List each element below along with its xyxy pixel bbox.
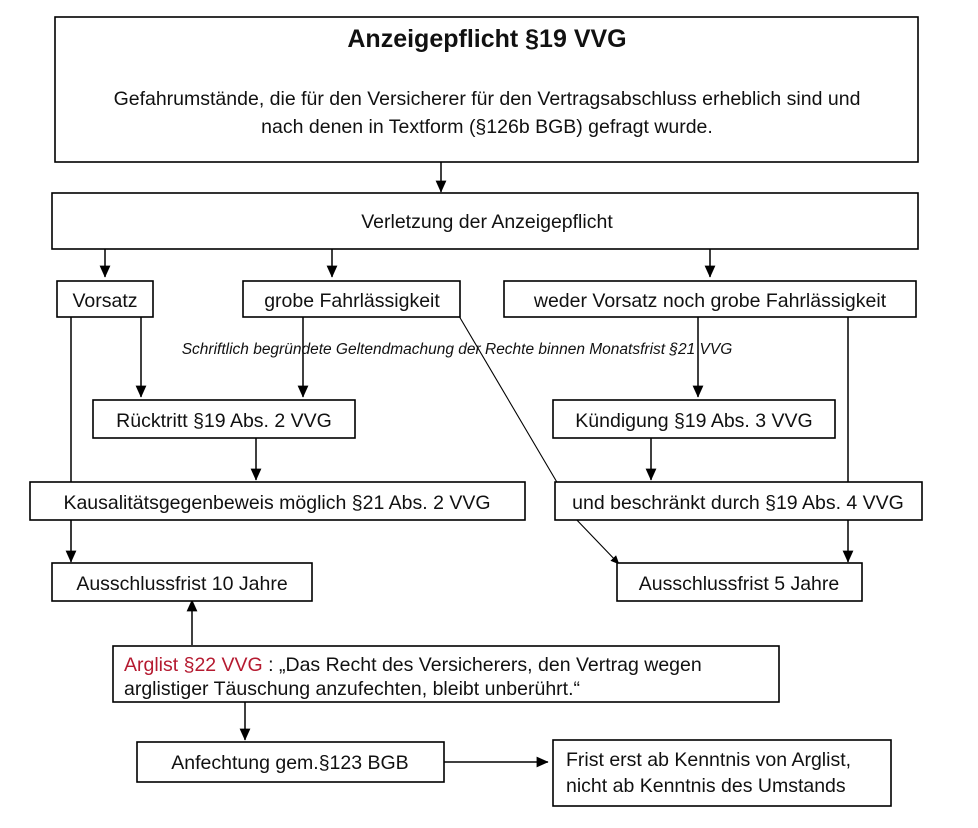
arglist-quote-line-1: „Das Recht des Versicherers, den Vertrag… [279, 654, 702, 676]
kausalitaetsgegenbeweis-label: Kausalitätsgegenbeweis möglich §21 Abs. … [63, 492, 490, 514]
frist-kenntnis-line-2: nicht ab Kenntnis des Umstands [566, 775, 846, 797]
edge-grobe-to-beschraenkt-diagonal [458, 315, 559, 485]
kuendigung-label: Kündigung §19 Abs. 3 VVG [575, 410, 812, 432]
node-kausalitaetsgegenbeweis[interactable]: Kausalitätsgegenbeweis möglich §21 Abs. … [29, 481, 526, 521]
frist-kenntnis-box[interactable] [552, 739, 892, 807]
node-frist-kenntnis[interactable]: Frist erst ab Kenntnis von Arglist, nich… [552, 739, 892, 807]
ausschlussfrist-5-box[interactable] [616, 562, 863, 602]
monatsfrist-note: Schriftlich begründete Geltendmachung de… [182, 341, 733, 358]
node-ausschlussfrist-10[interactable]: Ausschlussfrist 10 Jahre [51, 562, 313, 602]
node-anfechtung[interactable]: Anfechtung gem.§123 BGB [136, 741, 445, 783]
beschraenkt-label: und beschränkt durch §19 Abs. 4 VVG [572, 492, 904, 514]
node-grobe-fahrlaessigkeit[interactable]: grobe Fahrlässigkeit [242, 280, 461, 318]
grobe-fahrlaessigkeit-box[interactable] [242, 280, 461, 318]
edge-beschraenkt-to-ausschlussfrist-5 [572, 515, 620, 565]
node-arglist[interactable]: Arglist §22 VVG : „Das Recht des Versich… [112, 645, 780, 703]
kausalitaetsgegenbeweis-box[interactable] [29, 481, 526, 521]
node-verletzung[interactable]: Verletzung der Anzeigepflicht [51, 192, 919, 250]
node-beschraenkt[interactable]: und beschränkt durch §19 Abs. 4 VVG [554, 481, 923, 521]
node-weder-vorsatz[interactable]: weder Vorsatz noch grobe Fahrlässigkeit [503, 280, 917, 318]
anzeigepflicht-body-line-2: nach denen in Textform (§126b BGB) gefra… [261, 116, 713, 138]
node-kuendigung[interactable]: Kündigung §19 Abs. 3 VVG [552, 399, 836, 439]
arglist-quote-line-2: arglistiger Täuschung anzufechten, bleib… [124, 678, 580, 700]
arglist-accent-label: Arglist §22 VVG [124, 654, 263, 676]
anzeigepflicht-box[interactable] [54, 16, 919, 163]
arglist-line-1: Arglist §22 VVG : „Das Recht des Versich… [124, 654, 702, 676]
node-vorsatz[interactable]: Vorsatz [56, 280, 154, 318]
verletzung-box[interactable] [51, 192, 919, 250]
arglist-separator: : [263, 654, 279, 676]
anfechtung-box[interactable] [136, 741, 445, 783]
grobe-fahrlaessigkeit-label: grobe Fahrlässigkeit [264, 290, 440, 312]
ausschlussfrist-10-box[interactable] [51, 562, 313, 602]
weder-vorsatz-box[interactable] [503, 280, 917, 318]
anzeigepflicht-heading: Anzeigepflicht §19 VVG [347, 25, 626, 53]
anzeigepflicht-body-line-1: Gefahrumstände, die für den Versicherer … [114, 88, 861, 110]
node-ruecktritt[interactable]: Rücktritt §19 Abs. 2 VVG [92, 399, 356, 439]
ausschlussfrist-5-label: Ausschlussfrist 5 Jahre [639, 573, 840, 595]
arglist-box[interactable] [112, 645, 780, 703]
verletzung-label: Verletzung der Anzeigepflicht [361, 211, 613, 233]
anfechtung-label: Anfechtung gem.§123 BGB [171, 752, 408, 774]
beschraenkt-box[interactable] [554, 481, 923, 521]
kuendigung-box[interactable] [552, 399, 836, 439]
ruecktritt-label: Rücktritt §19 Abs. 2 VVG [116, 410, 332, 432]
vorsatz-box[interactable] [56, 280, 154, 318]
weder-vorsatz-label: weder Vorsatz noch grobe Fahrlässigkeit [533, 290, 887, 312]
ausschlussfrist-10-label: Ausschlussfrist 10 Jahre [76, 573, 287, 595]
vorsatz-label: Vorsatz [72, 290, 137, 312]
ruecktritt-box[interactable] [92, 399, 356, 439]
frist-kenntnis-line-1: Frist erst ab Kenntnis von Arglist, [566, 749, 851, 771]
node-ausschlussfrist-5[interactable]: Ausschlussfrist 5 Jahre [616, 562, 863, 602]
node-anzeigepflicht[interactable]: Anzeigepflicht §19 VVG Gefahrumstände, d… [54, 16, 919, 163]
